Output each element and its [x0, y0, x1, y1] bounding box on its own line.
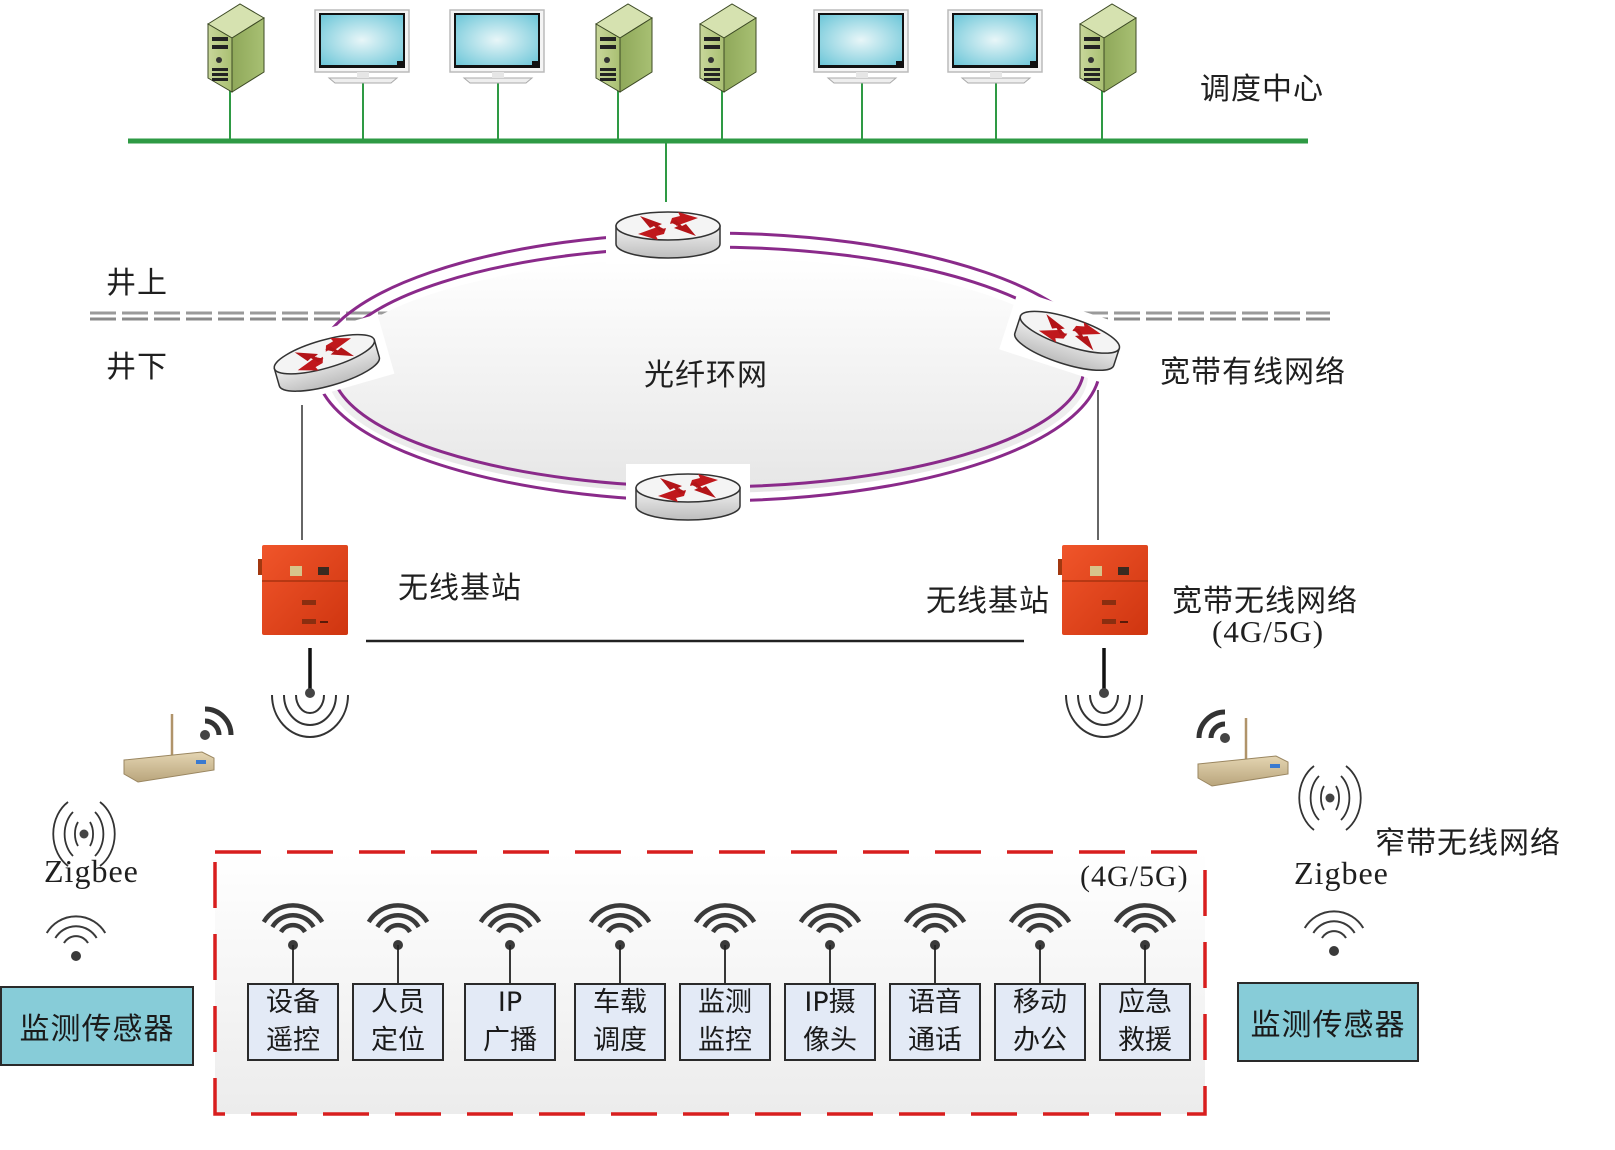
- service-label-line2: 调度: [593, 1025, 647, 1056]
- router-icon: [258, 314, 395, 408]
- monitor-icon: [449, 9, 545, 84]
- wifi-signal-icon: [200, 706, 234, 740]
- dispatch-center-label: 调度中心: [1200, 72, 1324, 107]
- sensor-wifi-icon: [45, 915, 107, 961]
- sensor-wifi-icon: [1303, 910, 1365, 956]
- sensor-box-right: 监测传感器: [1237, 982, 1419, 1062]
- service-box: 监测监控: [679, 983, 771, 1061]
- antenna-broadcast-icon: [1065, 648, 1143, 738]
- service-label-line1: 监测: [698, 987, 752, 1018]
- service-box: 语音通话: [889, 983, 981, 1061]
- router-icon: [606, 202, 730, 264]
- service-box: 车载调度: [574, 983, 666, 1061]
- sensor-label: 监测传感器: [19, 1012, 175, 1047]
- service-box: 人员定位: [352, 983, 444, 1061]
- fiber-ring-label: 光纤环网: [644, 358, 768, 393]
- service-label-line1: 人员: [371, 987, 425, 1018]
- sensor-box-left: 监测传感器: [0, 986, 194, 1066]
- service-wifi-icon: [798, 903, 862, 950]
- zigbee-label-right: Zigbee: [1294, 855, 1389, 891]
- service-label-line1: 应急: [1118, 987, 1172, 1018]
- base-station-label-right: 无线基站: [926, 584, 1050, 619]
- service-label-line2: 办公: [1013, 1025, 1067, 1056]
- wifi-signal-icon: [1196, 709, 1230, 743]
- sensor-label: 监测传感器: [1250, 1008, 1406, 1043]
- base-station-label-left: 无线基站: [398, 571, 522, 606]
- wireless-base-station-icon: [258, 545, 348, 635]
- terminal-box-tag: (4G/5G): [1080, 860, 1189, 893]
- server-icon: [1079, 3, 1137, 93]
- zigbee-gateway-icon: [1197, 718, 1289, 787]
- monitor-icon: [813, 9, 909, 84]
- service-label-line2: 像头: [803, 1025, 857, 1056]
- server-icon: [595, 3, 653, 93]
- zigbee-label-left: Zigbee: [44, 853, 139, 889]
- router-icon: [999, 290, 1137, 388]
- service-label-line1: 车载: [593, 987, 647, 1018]
- wired-network-label: 宽带有线网络: [1160, 355, 1346, 390]
- service-wifi-icon: [693, 903, 757, 950]
- service-wifi-icon: [1113, 903, 1177, 950]
- service-wifi-icon: [588, 903, 652, 950]
- zigbee-radiate-icon: [1298, 765, 1362, 831]
- router-icon: [626, 464, 750, 526]
- service-label-line2: 监控: [698, 1025, 752, 1056]
- zigbee-radiate-icon: [52, 801, 116, 867]
- wireless-broadband-sub-label: (4G/5G): [1212, 614, 1325, 649]
- service-label-line1: 设备: [266, 987, 320, 1018]
- wireless-broadband-label: 宽带无线网络: [1172, 584, 1358, 619]
- service-wifi-icon: [1008, 903, 1072, 950]
- service-label-line1: IP: [497, 987, 523, 1018]
- service-label-line2: 救援: [1118, 1025, 1172, 1056]
- service-box: IP 广播: [464, 983, 556, 1061]
- monitor-icon: [314, 9, 410, 84]
- narrowband-label: 窄带无线网络: [1375, 826, 1561, 861]
- wireless-base-station-icon: [1058, 545, 1148, 635]
- server-icon: [207, 3, 265, 93]
- service-label-line1: IP摄: [804, 987, 856, 1018]
- service-label-line1: 移动: [1013, 987, 1067, 1018]
- service-label-line2: 广播: [483, 1025, 537, 1056]
- server-icon: [699, 3, 757, 93]
- service-box: 应急救援: [1099, 983, 1191, 1061]
- service-box: 移动办公: [994, 983, 1086, 1061]
- service-box: IP摄像头: [784, 983, 876, 1061]
- service-wifi-icon: [478, 903, 542, 950]
- above-ground-label: 井上: [106, 266, 168, 301]
- antenna-broadcast-icon: [271, 648, 349, 738]
- service-label-line2: 遥控: [266, 1025, 320, 1056]
- service-label-line1: 语音: [908, 987, 962, 1018]
- underground-label: 井下: [106, 350, 168, 385]
- service-label-line2: 通话: [908, 1025, 962, 1056]
- monitor-icon: [947, 9, 1043, 84]
- service-label-line2: 定位: [371, 1025, 425, 1056]
- service-wifi-icon: [261, 903, 325, 950]
- zigbee-gateway-icon: [123, 714, 215, 783]
- service-box: 设备遥控: [247, 983, 339, 1061]
